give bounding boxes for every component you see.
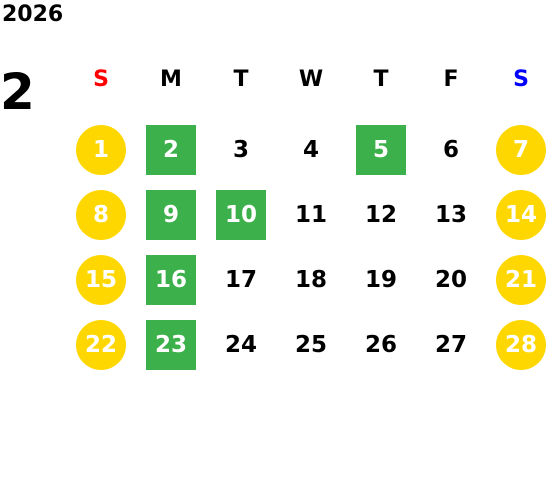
- day-cell-19[interactable]: 19: [364, 267, 397, 293]
- weekday-header-3: W: [298, 67, 324, 92]
- day-cell-6[interactable]: 6: [442, 137, 459, 163]
- day-cell-12[interactable]: 12: [364, 202, 397, 228]
- weekday-header-2: T: [233, 67, 249, 92]
- day-cell-1[interactable]: 1: [76, 125, 126, 175]
- weekday-header-5: F: [443, 67, 459, 92]
- day-cell-25[interactable]: 25: [294, 332, 327, 358]
- day-cell-15[interactable]: 15: [76, 255, 126, 305]
- day-cell-2[interactable]: 2: [146, 125, 196, 175]
- day-cell-4[interactable]: 4: [302, 137, 319, 163]
- day-cell-23[interactable]: 23: [146, 320, 196, 370]
- day-cell-5[interactable]: 5: [356, 125, 406, 175]
- day-cell-7[interactable]: 7: [496, 125, 546, 175]
- day-cell-26[interactable]: 26: [364, 332, 397, 358]
- day-cell-13[interactable]: 13: [434, 202, 467, 228]
- weekday-header-0: S: [93, 67, 109, 92]
- weekday-header-6: S: [513, 67, 529, 92]
- day-cell-20[interactable]: 20: [434, 267, 467, 293]
- weekday-header-1: M: [160, 67, 182, 92]
- weekday-header-4: T: [373, 67, 389, 92]
- day-cell-3[interactable]: 3: [232, 137, 249, 163]
- day-cell-18[interactable]: 18: [294, 267, 327, 293]
- day-cell-9[interactable]: 9: [146, 190, 196, 240]
- day-cell-8[interactable]: 8: [76, 190, 126, 240]
- day-cell-17[interactable]: 17: [224, 267, 257, 293]
- day-cell-24[interactable]: 24: [224, 332, 257, 358]
- day-cell-27[interactable]: 27: [434, 332, 467, 358]
- day-cell-10[interactable]: 10: [216, 190, 266, 240]
- day-cell-22[interactable]: 22: [76, 320, 126, 370]
- day-cell-16[interactable]: 16: [146, 255, 196, 305]
- day-cell-14[interactable]: 14: [496, 190, 546, 240]
- month-number: 2: [0, 63, 35, 121]
- day-cell-28[interactable]: 28: [496, 320, 546, 370]
- day-cell-11[interactable]: 11: [294, 202, 327, 228]
- day-cell-21[interactable]: 21: [496, 255, 546, 305]
- year-label: 2026: [2, 2, 64, 27]
